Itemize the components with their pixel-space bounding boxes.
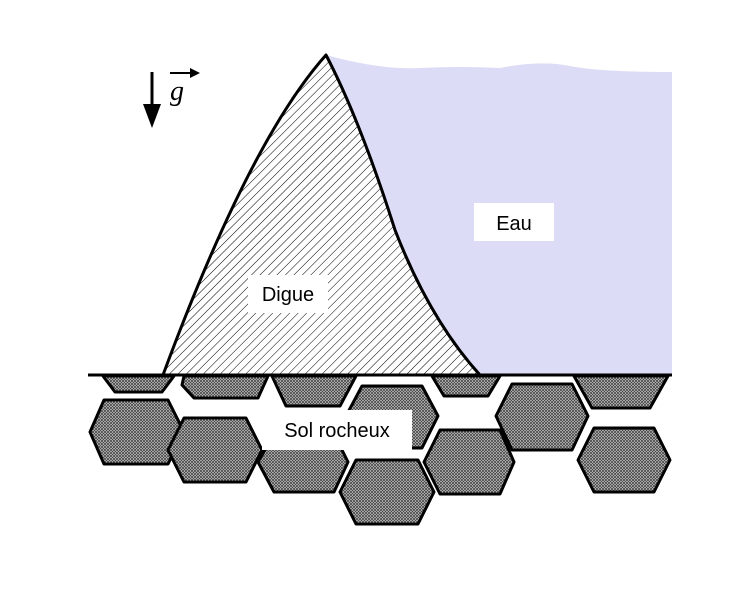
water-label-box	[474, 203, 554, 241]
rock-stone	[338, 458, 436, 526]
ground-label-box	[262, 410, 412, 450]
rock-stone	[430, 374, 502, 398]
vector-arrow-icon	[170, 68, 200, 78]
rock-stone	[572, 374, 670, 410]
dam-shape	[161, 53, 482, 377]
rock-stone	[422, 428, 516, 496]
dam-label: Digue	[262, 284, 314, 306]
rock-stone	[576, 426, 672, 494]
rock-stone	[101, 374, 176, 394]
rock-stone	[88, 398, 186, 466]
rock-stones	[88, 374, 672, 526]
rock-stone	[270, 374, 358, 408]
rock-stone	[166, 416, 264, 484]
water-label: Eau	[496, 213, 532, 235]
gravity-symbol: g	[170, 76, 184, 107]
rock-stone	[494, 382, 590, 452]
rock-stone	[180, 374, 270, 400]
ground-label: Sol rocheux	[284, 420, 390, 442]
dam-label-box	[248, 275, 328, 313]
down-arrow-icon	[143, 72, 161, 128]
